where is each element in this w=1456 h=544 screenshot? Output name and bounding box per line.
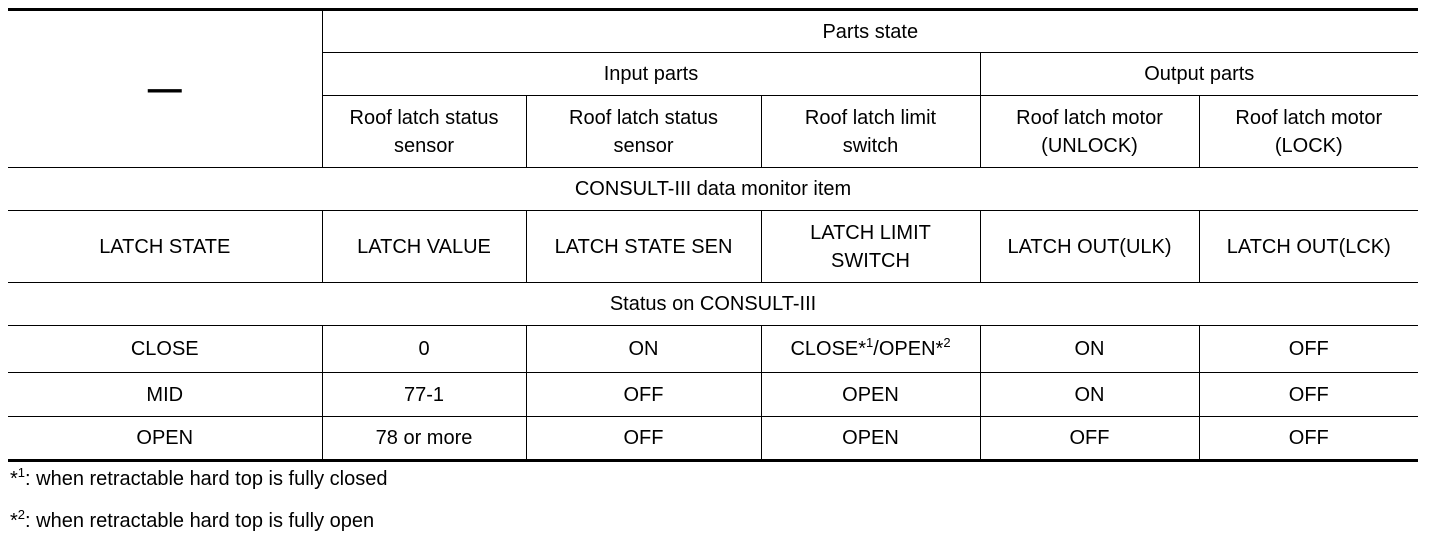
- state-sensor-cell: ON: [525, 325, 762, 373]
- part-name-line1: Roof latch status: [349, 106, 499, 129]
- part-name-cell: Roof latch motor (UNLOCK): [979, 95, 1200, 168]
- state-sensor-cell: OFF: [525, 416, 762, 462]
- limit-switch-cell: CLOSE*1/OPEN*2: [760, 325, 981, 373]
- out-ulk-cell: OFF: [979, 416, 1200, 462]
- out-lck-cell: OFF: [1198, 372, 1419, 417]
- output-parts-header: Output parts: [979, 52, 1419, 96]
- out-lck-cell: OFF: [1198, 325, 1419, 373]
- footnote-number: 1: [17, 465, 26, 480]
- part-name-line2: (LOCK): [1274, 134, 1343, 157]
- monitor-item-cell: LATCH VALUE: [321, 210, 527, 283]
- limit-switch-cell: OPEN: [760, 372, 981, 417]
- part-name-line1: Roof latch status: [569, 106, 718, 129]
- footnote-text: : when retractable hard top is fully clo…: [25, 468, 388, 490]
- part-name-line1: Roof latch motor: [1235, 106, 1383, 129]
- table-row: OPEN 78 or more OFF OPEN OFF OFF: [8, 416, 1419, 462]
- table-row: MID 77-1 OFF OPEN ON OFF: [8, 372, 1419, 417]
- latch-value-cell: 77-1: [321, 372, 527, 417]
- limit-open-text: OPEN*: [878, 338, 944, 360]
- part-name-line1: Roof latch limit: [804, 106, 937, 129]
- monitor-item-cell: LATCH OUT(ULK): [979, 210, 1200, 283]
- footnote-mark: *: [10, 468, 18, 490]
- limit-switch-cell: OPEN: [760, 416, 981, 462]
- latch-state-cell: OPEN: [8, 416, 323, 462]
- part-name-cell: Roof latch motor (LOCK): [1198, 95, 1419, 168]
- latch-status-table: — Parts state Input parts Output parts R…: [8, 8, 1419, 462]
- footnote-2: *2: when retractable hard top is fully o…: [10, 507, 375, 533]
- monitor-item-cell: LATCH LIMIT SWITCH: [760, 210, 981, 283]
- corner-dash: —: [8, 8, 323, 168]
- part-name-line2: sensor: [613, 134, 674, 157]
- parts-state-header: Parts state: [321, 8, 1419, 53]
- latch-value-cell: 78 or more: [321, 416, 527, 462]
- footnote-ref-1: 1: [866, 335, 874, 350]
- limit-close-text: CLOSE*: [790, 338, 867, 360]
- latch-value-cell: 0: [321, 325, 527, 373]
- status-header: Status on CONSULT-III: [8, 282, 1419, 326]
- monitor-item-cell: LATCH STATE: [8, 210, 323, 283]
- input-parts-header: Input parts: [321, 52, 981, 96]
- footnote-ref-2: 2: [943, 335, 951, 350]
- out-lck-cell: OFF: [1198, 416, 1419, 462]
- part-name-line2: switch: [842, 134, 899, 157]
- consult-item-header: CONSULT-III data monitor item: [8, 167, 1419, 211]
- out-ulk-cell: ON: [979, 325, 1200, 373]
- footnote-mark: *: [10, 510, 18, 532]
- table-row: CLOSE 0 ON CLOSE*1/OPEN*2 ON OFF: [8, 325, 1419, 373]
- monitor-item-cell: LATCH OUT(LCK): [1198, 210, 1419, 283]
- part-name-cell: Roof latch limit switch: [760, 95, 981, 168]
- monitor-item-cell: LATCH STATE SEN: [525, 210, 762, 283]
- footnote-number: 2: [17, 507, 26, 522]
- footnote-text: : when retractable hard top is fully ope…: [25, 510, 375, 532]
- part-name-line2: sensor: [393, 134, 455, 157]
- state-sensor-cell: OFF: [525, 372, 762, 417]
- part-name-cell: Roof latch status sensor: [525, 95, 762, 168]
- part-name-line2: (UNLOCK): [1041, 134, 1138, 157]
- footnote-1: *1: when retractable hard top is fully c…: [10, 465, 388, 491]
- latch-state-cell: MID: [8, 372, 323, 417]
- part-name-line1: Roof latch motor: [1016, 106, 1163, 129]
- latch-state-cell: CLOSE: [8, 325, 323, 373]
- part-name-cell: Roof latch status sensor: [321, 95, 527, 168]
- out-ulk-cell: ON: [979, 372, 1200, 417]
- limit-separator: /: [873, 338, 879, 360]
